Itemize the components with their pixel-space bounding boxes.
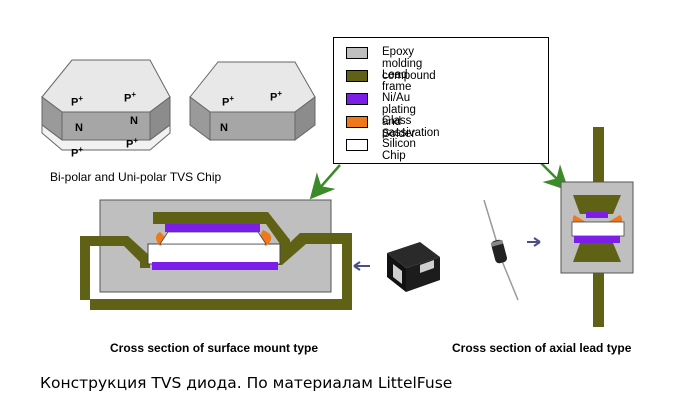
smd-package-image [387,242,440,292]
bipolar-n-right: N [130,115,138,127]
unipolar-chip [189,61,316,141]
bipolar-p-bottom-right: P+ [126,136,139,151]
bipolar-p-top-left: P+ [71,94,84,109]
axial-diode-image [483,199,519,301]
legend: Epoxy molding compound Lead frame Ni/Au … [333,37,549,164]
chip-caption: Bi-polar and Uni-polar TVS Chip [50,170,222,184]
bipolar-p-top-right: P+ [124,90,137,105]
epoxy-swatch [346,47,368,59]
arrow-to-axial [539,161,569,191]
glass-swatch [346,116,368,128]
smd-caption: Cross section of surface mount type [110,341,319,355]
arrow-to-smd [309,164,341,200]
unipolar-p-top-right: P+ [270,89,283,104]
unipolar-p-top-left: P+ [222,94,235,109]
bipolar-p-bottom-left: P+ [71,145,84,160]
axial-caption: Cross section of axial lead type [452,341,632,355]
silicon-swatch [346,139,368,151]
axial-cross-section [560,127,634,327]
bottom-caption: Конструкция TVS диода. По материалам Lit… [40,374,453,392]
bipolar-chip [41,59,171,151]
bipolar-n-left: N [75,122,83,134]
plating-swatch [346,93,368,105]
unipolar-n-left: N [220,122,228,134]
lead-frame-swatch [346,70,368,82]
smd-cross-section [80,199,352,310]
